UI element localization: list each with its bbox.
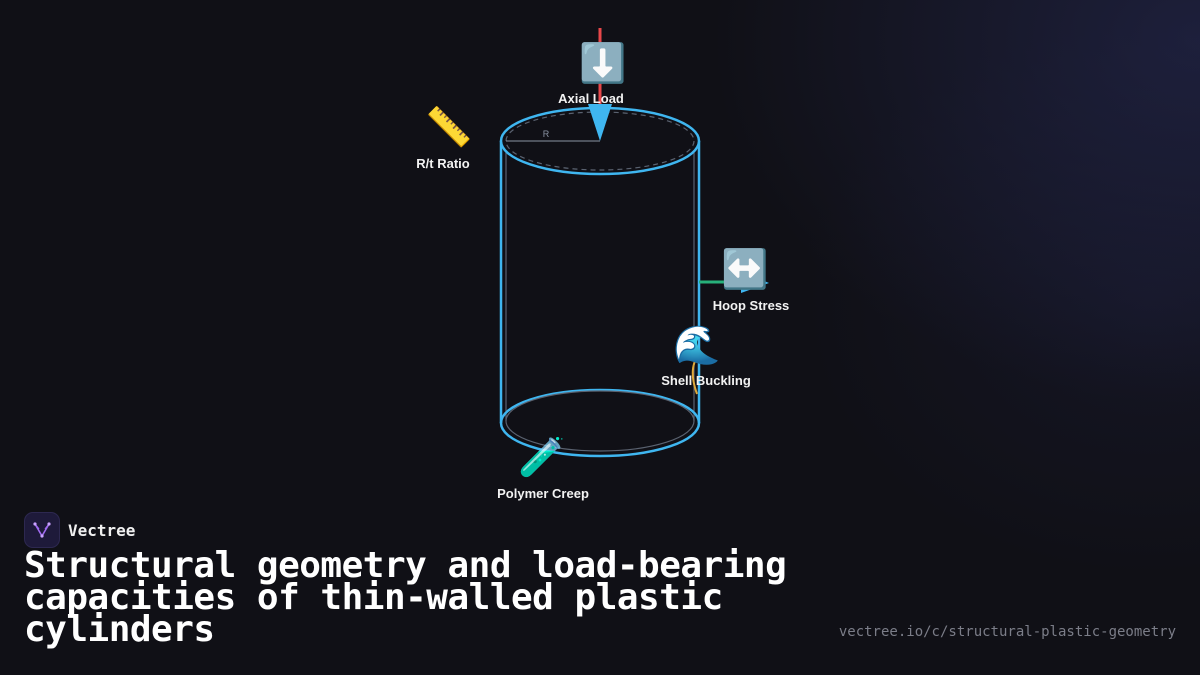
page-url[interactable]: vectree.io/c/structural-plastic-geometry (838, 624, 1176, 640)
wave-icon: 🌊 (673, 323, 721, 367)
cylinder-bottom-rim (499, 388, 701, 458)
hoop-stress-label: Hoop Stress (712, 298, 790, 313)
brand-name: Vectree (68, 520, 136, 540)
brand: Vectree (24, 512, 135, 548)
shell-buckling-label: Shell Buckling (661, 373, 751, 388)
buckling-curve (691, 354, 700, 395)
rt-ratio-label: R/t Ratio (416, 156, 470, 171)
hoop-stress-arrowhead (741, 271, 769, 293)
page-title: Structural geometry and load-bearing cap… (24, 545, 787, 650)
axial-load-label: Axial Load (558, 91, 624, 106)
axial-load-arrowhead (588, 104, 612, 141)
vectree-logo-icon (24, 512, 60, 548)
cylinder: R (499, 106, 701, 458)
down-arrow-icon: ⬇️ (579, 41, 627, 85)
ruler-icon: 📏 (425, 105, 473, 149)
polymer-creep-label: Polymer Creep (497, 486, 589, 501)
hoop-stress-arrow (699, 271, 769, 293)
radius-label: R (543, 129, 550, 139)
test-tube-icon: 🧪 (518, 435, 566, 479)
axial-load-arrow (588, 28, 612, 141)
left-right-arrow-icon: ↔️ (721, 247, 769, 291)
cylinder-bottom-inner-rim (505, 390, 695, 452)
